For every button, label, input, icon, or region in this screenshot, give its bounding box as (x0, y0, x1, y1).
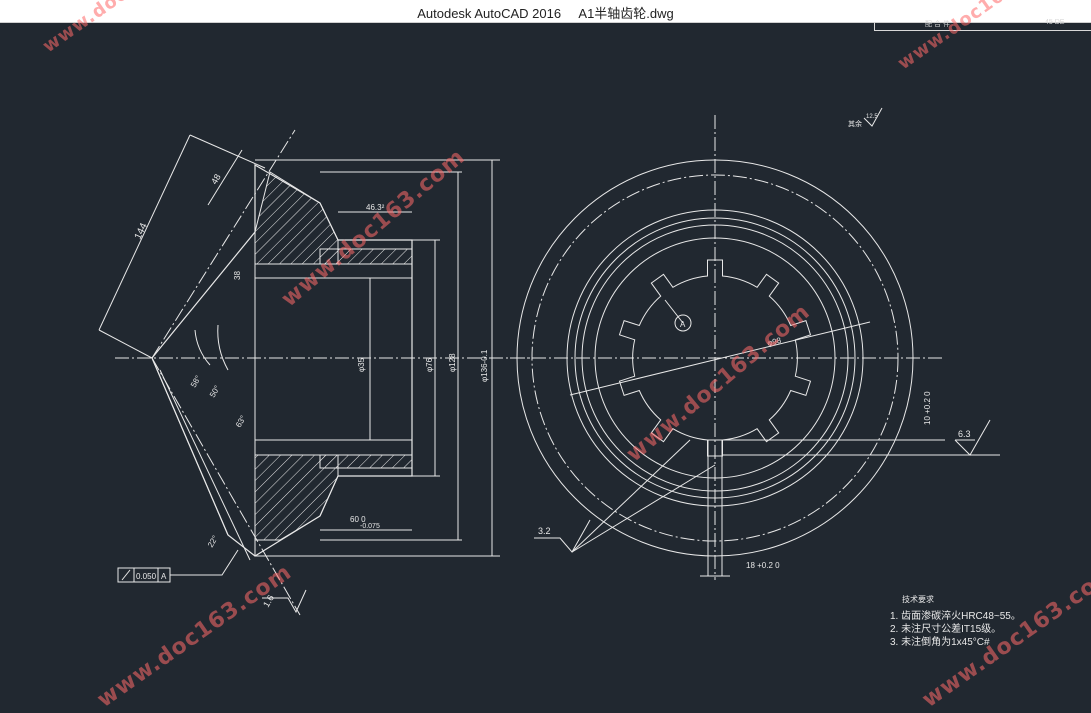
ext-line (98, 329, 153, 359)
runout-symbol-icon (121, 569, 131, 581)
pitch-circle (531, 174, 899, 542)
dim-10: 10 +0.2 0 (923, 391, 932, 425)
dim-38: 38 (233, 271, 242, 280)
tech-req-line-3: 3. 未注倒角为1x45°C# (890, 637, 990, 648)
roughness-6-3: 6.3 (958, 429, 971, 439)
window-title: Autodesk AutoCAD 2016 A1半轴齿轮.dwg (417, 6, 674, 21)
dim-line-144 (98, 134, 191, 331)
drawing-canvas[interactable]: 144 48 φ35 φ76 φ128 φ136-0.1 46.3² 38 60… (0, 22, 1091, 696)
hatch-spline-bottom (319, 454, 413, 469)
dim-phi128: φ128 (448, 353, 457, 372)
section-view: 144 48 φ35 φ76 φ128 φ136-0.1 46.3² 38 60… (98, 129, 530, 616)
pitch-line-bottom (151, 357, 301, 616)
title-block-cell-right: 45 DE (1045, 19, 1065, 26)
roughness-symbol-icon (863, 107, 883, 127)
roughness-symbol-icon (262, 589, 307, 614)
circle (581, 224, 849, 492)
angle-50: 50° (208, 384, 222, 399)
outer-circle (516, 159, 914, 557)
dim-phi76: φ76 (425, 357, 434, 372)
tech-req-line-1: 1. 齿面渗碳淬火HRC48~55。 (890, 611, 1021, 622)
leader-line (571, 439, 691, 553)
dim-phi98: φ98 (766, 336, 782, 348)
runout-tolerance: 0.050 (136, 572, 157, 581)
angle-arc (217, 324, 229, 371)
datum-a-marker (674, 314, 692, 332)
title-block-cell-left: 配 合 件 (925, 21, 950, 28)
leader-line (664, 299, 684, 324)
ext-line (189, 134, 266, 169)
runout-datum: A (161, 572, 167, 581)
title-block-fragment: 配 合 件 45 DE (874, 19, 1091, 31)
roughness-symbol-icon (954, 419, 991, 456)
circle (574, 217, 856, 499)
leader-line (571, 464, 716, 553)
title-bar: Autodesk AutoCAD 2016 A1半轴齿轮.dwg (0, 0, 1091, 23)
angle-63: 63° (234, 414, 248, 429)
dim-phi136: φ136-0.1 (480, 349, 489, 382)
dim-46: 46.3² (366, 203, 385, 212)
tech-req-title: 技术要求 (902, 595, 934, 604)
gear-outline (151, 163, 413, 557)
angle-58: 58° (189, 374, 203, 389)
dim-60: 60 0 (350, 515, 366, 524)
dim-phi35: φ35 (357, 357, 366, 372)
tech-req-line-2: 2. 未注尺寸公差IT15级。 (890, 624, 1002, 635)
leader-line (170, 549, 239, 576)
angle-arc (194, 329, 211, 366)
face-cone (159, 369, 251, 561)
hatch-spline-top (319, 248, 413, 265)
hatch-top (254, 171, 339, 265)
dim-48: 48 (209, 172, 223, 186)
dim-60-tol: -0.075 (360, 523, 380, 530)
roughness-symbol-icon (534, 519, 591, 553)
datum-a-label: A (680, 320, 686, 329)
end-view: φ98 6.3 10 +0.2 0 3.2 18 +0.2 0 A 其余 12.… (510, 107, 1000, 580)
dim-line-48 (207, 149, 243, 206)
angle-22: 22° (206, 534, 220, 549)
dim-18: 18 +0.2 0 (746, 561, 780, 570)
dim-line-phi98 (569, 321, 871, 396)
root-cone (151, 357, 229, 536)
roughness-rest-value: 12.5 (866, 114, 878, 120)
dim-144: 144 (133, 221, 150, 241)
roughness-3-2: 3.2 (538, 526, 551, 536)
circle (594, 237, 836, 479)
pitch-line-top (151, 129, 296, 359)
roughness-rest-label: 其余 (848, 119, 862, 128)
circle (566, 209, 864, 507)
